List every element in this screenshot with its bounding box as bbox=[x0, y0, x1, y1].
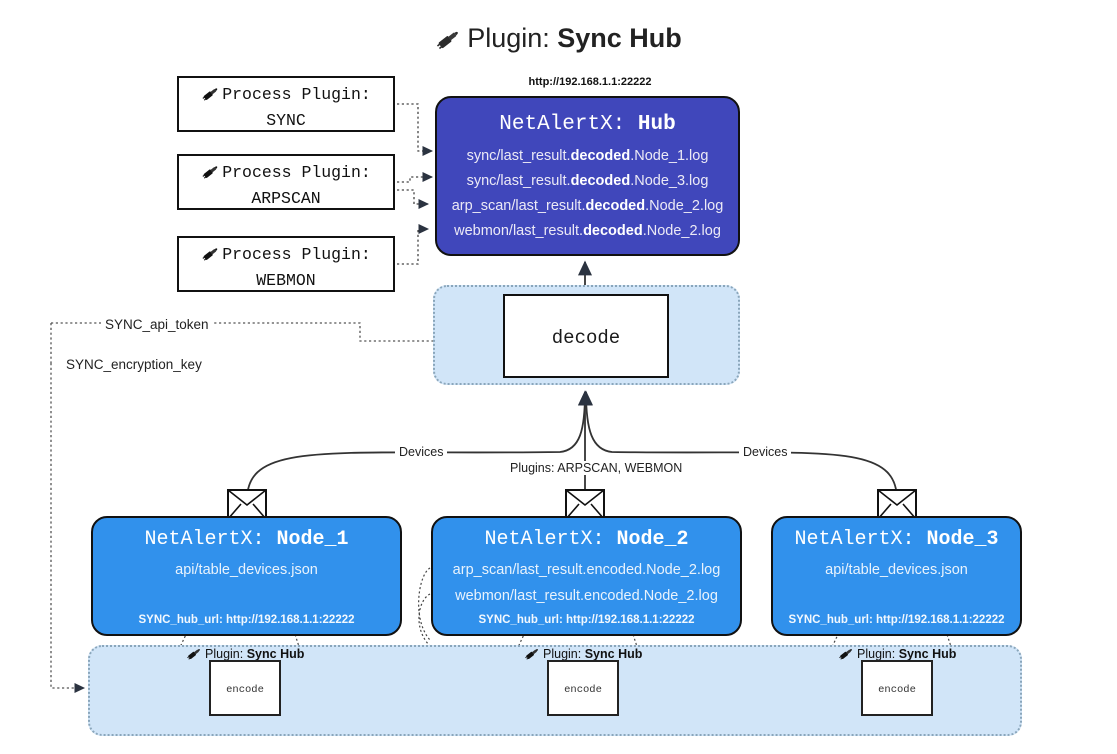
process-plugin-sync-label: Process Plugin: bbox=[222, 85, 371, 104]
process-plugin-webmon-box[interactable]: Process Plugin: WEBMON bbox=[177, 236, 395, 292]
hub-log-line: webmon/last_result.decoded.Node_2.log bbox=[437, 219, 738, 244]
hub-title-prefix: NetAlertX: bbox=[499, 113, 626, 136]
hub-title: NetAlertX: Hub bbox=[437, 113, 738, 136]
hub-log-pre: webmon/last_result. bbox=[454, 223, 584, 239]
node-2-title: NetAlertX: Node_2 bbox=[433, 528, 740, 551]
hub-log-bold: decoded bbox=[570, 148, 631, 164]
plugin-instance-1-prefix: Plugin: bbox=[205, 647, 244, 661]
process-plugin-sync-name: SYNC bbox=[266, 111, 306, 130]
encode-box-2[interactable]: encode bbox=[547, 660, 619, 716]
hub-log-line: arp_scan/last_result.decoded.Node_2.log bbox=[437, 194, 738, 219]
process-plugin-webmon-name: WEBMON bbox=[256, 271, 316, 290]
hub-log-post: .Node_1.log bbox=[630, 148, 709, 164]
hub-log-list: sync/last_result.decoded.Node_1.log sync… bbox=[437, 144, 738, 244]
hub-title-name: Hub bbox=[637, 113, 676, 136]
node-box-node-3[interactable]: NetAlertX: Node_3 api/table_devices.json… bbox=[771, 516, 1022, 636]
decode-box[interactable]: decode bbox=[503, 294, 669, 378]
hub-log-bold: decoded bbox=[570, 173, 631, 189]
plugin-to-hub-connectors bbox=[397, 103, 434, 265]
node-box-node-1[interactable]: NetAlertX: Node_1 api/table_devices.json… bbox=[91, 516, 402, 636]
hub-log-bold: decoded bbox=[585, 198, 646, 214]
hub-log-pre: sync/last_result. bbox=[466, 173, 571, 189]
encode-box-3[interactable]: encode bbox=[861, 660, 933, 716]
node-3-line: api/table_devices.json bbox=[825, 562, 968, 578]
hub-log-pre: sync/last_result. bbox=[466, 148, 571, 164]
node-3-title: NetAlertX: Node_3 bbox=[773, 528, 1020, 551]
plug-icon bbox=[524, 649, 541, 664]
plugin-instance-2-caption: Plugin: Sync Hub bbox=[524, 646, 642, 664]
title-name: Sync Hub bbox=[557, 23, 682, 53]
node-3-lines: api/table_devices.json bbox=[773, 557, 1020, 583]
plug-icon bbox=[186, 649, 203, 664]
node-1-hub-url: SYNC_hub_url: http://192.168.1.1:22222 bbox=[138, 614, 355, 626]
sync-api-token-label: SYNC_api_token bbox=[101, 317, 213, 332]
hub-log-post: .Node_2.log bbox=[642, 223, 721, 239]
encode-box-1[interactable]: encode bbox=[209, 660, 281, 716]
edge-label-plugins: Plugins: ARPSCAN, WEBMON bbox=[506, 461, 687, 475]
envelope-icon bbox=[565, 489, 605, 520]
plugin-instance-1-caption: Plugin: Sync Hub bbox=[186, 646, 304, 664]
node-1-line: api/table_devices.json bbox=[175, 562, 318, 578]
plugin-instance-1-name: Sync Hub bbox=[246, 647, 305, 661]
node-3-title-prefix: NetAlertX: bbox=[794, 528, 915, 551]
plugin-instance-3-caption: Plugin: Sync Hub bbox=[838, 646, 956, 664]
process-plugin-webmon-line1: Process Plugin: bbox=[179, 243, 393, 269]
hub-url-label: http://192.168.1.1:22222 bbox=[528, 76, 652, 88]
edge-label-devices-right: Devices bbox=[739, 445, 792, 459]
plug-icon bbox=[201, 88, 221, 107]
envelope-icon bbox=[227, 489, 267, 520]
node-2-title-name: Node_2 bbox=[616, 528, 689, 551]
node-1-title-name: Node_1 bbox=[276, 528, 349, 551]
node-box-node-2[interactable]: NetAlertX: Node_2 arp_scan/last_result.e… bbox=[431, 516, 742, 636]
process-plugin-sync-box[interactable]: Process Plugin: SYNC bbox=[177, 76, 395, 132]
node2-extra-paths bbox=[418, 567, 433, 649]
node-2-title-prefix: NetAlertX: bbox=[484, 528, 605, 551]
plugin-instance-2-prefix: Plugin: bbox=[543, 647, 582, 661]
process-plugin-arpscan-label: Process Plugin: bbox=[222, 163, 371, 182]
plug-icon bbox=[201, 166, 221, 185]
plugin-instance-3-name: Sync Hub bbox=[898, 647, 957, 661]
node-2-line: arp_scan/last_result.encoded.Node_2.log bbox=[452, 562, 721, 578]
title-prefix: Plugin: bbox=[467, 23, 550, 53]
plugin-instance-2-name: Sync Hub bbox=[584, 647, 643, 661]
process-plugin-arpscan-line1: Process Plugin: bbox=[179, 161, 393, 187]
node-1-title: NetAlertX: Node_1 bbox=[93, 528, 400, 551]
plug-icon bbox=[838, 649, 855, 664]
process-plugin-arpscan-name: ARPSCAN bbox=[251, 189, 321, 208]
hub-log-bold: decoded bbox=[583, 223, 643, 239]
hub-log-pre: arp_scan/last_result. bbox=[451, 198, 586, 214]
hub-log-post: .Node_3.log bbox=[630, 173, 709, 189]
node-3-title-name: Node_3 bbox=[926, 528, 999, 551]
hub-log-line: sync/last_result.decoded.Node_1.log bbox=[437, 144, 738, 169]
plug-icon bbox=[201, 248, 221, 267]
node-1-title-prefix: NetAlertX: bbox=[144, 528, 265, 551]
node-2-hub-url: SYNC_hub_url: http://192.168.1.1:22222 bbox=[478, 614, 695, 626]
plug-icon bbox=[435, 20, 463, 64]
plugin-instance-3-prefix: Plugin: bbox=[857, 647, 896, 661]
page-title: Plugin: Sync Hub bbox=[0, 16, 1117, 64]
process-plugin-webmon-label: Process Plugin: bbox=[222, 245, 371, 264]
hub-log-post: .Node_2.log bbox=[645, 198, 724, 214]
node-to-decode-edges bbox=[246, 390, 898, 501]
node-2-line: webmon/last_result.encoded.Node_2.log bbox=[455, 588, 718, 604]
node-3-hub-url: SYNC_hub_url: http://192.168.1.1:22222 bbox=[788, 614, 1005, 626]
edge-label-devices-left: Devices bbox=[395, 445, 448, 459]
process-plugin-sync-line1: Process Plugin: bbox=[179, 83, 393, 109]
node-2-lines: arp_scan/last_result.encoded.Node_2.log … bbox=[433, 557, 740, 609]
sync-encryption-key-label: SYNC_encryption_key bbox=[62, 357, 206, 372]
hub-log-line: sync/last_result.decoded.Node_3.log bbox=[437, 169, 738, 194]
process-plugin-arpscan-box[interactable]: Process Plugin: ARPSCAN bbox=[177, 154, 395, 210]
hub-box[interactable]: NetAlertX: Hub sync/last_result.decoded.… bbox=[435, 96, 740, 256]
node-1-lines: api/table_devices.json bbox=[93, 557, 400, 583]
